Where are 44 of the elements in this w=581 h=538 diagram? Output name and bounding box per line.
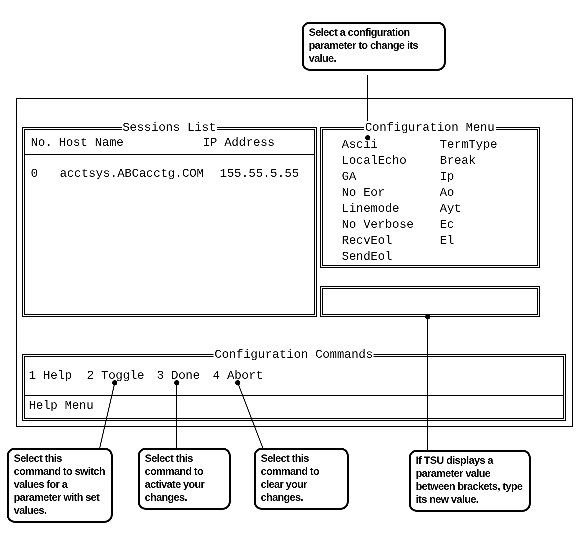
leader-line — [425, 314, 431, 450]
menu-item: 4 Abort — [213, 369, 267, 383]
column-header: No. — [31, 136, 53, 150]
table-cell: 155.55.5.55 — [220, 167, 300, 181]
menu-item: El — [440, 234, 520, 248]
menu-item: 2 Toggle — [87, 369, 147, 383]
menu-item: Ec — [440, 218, 520, 232]
callout-box — [302, 22, 446, 71]
value-field — [320, 286, 540, 317]
menu-item: Ascii — [342, 138, 422, 152]
callout-text: Select a configuration parameter to change its value. — [309, 27, 420, 66]
table-cell: 0 — [31, 167, 38, 181]
status-text: Help Menu — [29, 399, 94, 413]
callout-box — [254, 448, 349, 510]
menu-item: LocalEcho — [342, 154, 422, 168]
menu-item: Ao — [440, 186, 520, 200]
table-cell: acctsys.ABCacctg.COM — [60, 167, 204, 181]
menu-item: TermType — [440, 138, 520, 152]
menu-item: No Eor — [342, 186, 422, 200]
menu-item: Break — [440, 154, 520, 168]
menu-item: SendEol — [342, 250, 422, 264]
menu-item: Ayt — [440, 202, 520, 216]
callout-text: If TSU displays a parameter value between brackets, type its new value. — [416, 455, 524, 507]
leader-line — [100, 380, 118, 448]
callout-box — [7, 448, 113, 523]
panel-title: Configuration Commands — [214, 348, 374, 362]
callout-text: Select this command to activate your changes. — [145, 453, 206, 505]
callout-text: Select this command to switch values for a parameter with set values. — [14, 453, 106, 518]
menu-item: No Verbose — [342, 218, 422, 232]
callout-text: Select this command to clear your changes. — [261, 453, 320, 505]
panel-title: Configuration Menu — [364, 121, 496, 135]
menu-item: 3 Done — [157, 369, 203, 383]
callout-box — [138, 448, 231, 510]
menu-item: RecvEol — [342, 234, 422, 248]
callout-box — [409, 450, 531, 512]
column-header: IP Address — [203, 136, 276, 150]
column-header: Host Name — [59, 136, 124, 150]
menu-item: Linemode — [342, 202, 422, 216]
menu-item: GA — [342, 170, 422, 184]
leader-line — [174, 380, 180, 448]
terminal-window — [16, 98, 573, 427]
menu-item: Ip — [440, 170, 520, 184]
leader-line — [235, 380, 264, 448]
menu-item: 1 Help — [29, 369, 79, 383]
